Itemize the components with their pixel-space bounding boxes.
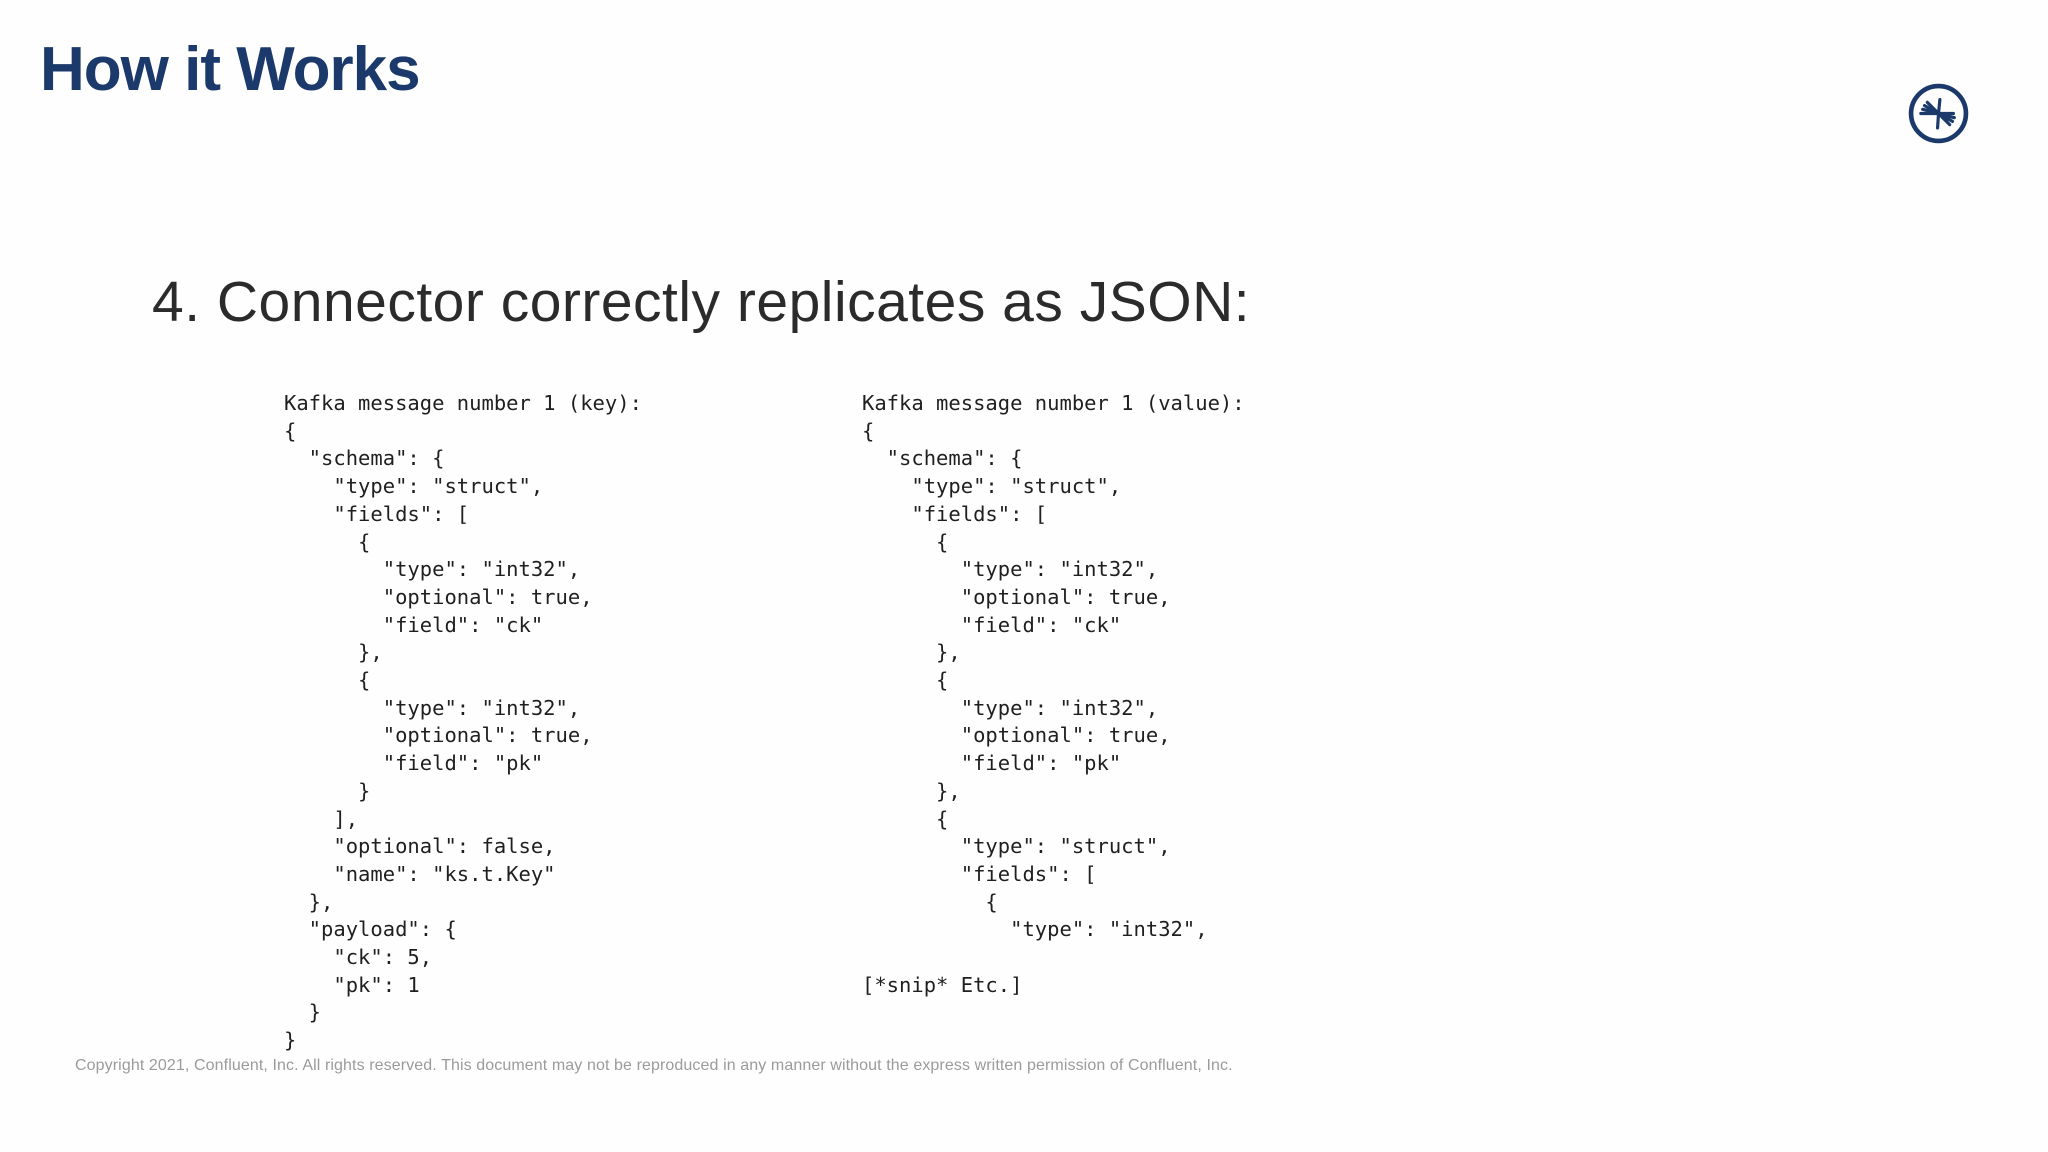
code-block-key: Kafka message number 1 (key): { "schema"… — [284, 391, 642, 1053]
copyright-footer: Copyright 2021, Confluent, Inc. All righ… — [75, 1057, 1233, 1074]
confluent-spark-icon — [1905, 80, 1972, 147]
step-heading: 4. Connector correctly replicates as JSO… — [152, 270, 1251, 334]
slide-title: How it Works — [40, 35, 421, 104]
code-block-value: Kafka message number 1 (value): { "schem… — [862, 391, 1245, 997]
